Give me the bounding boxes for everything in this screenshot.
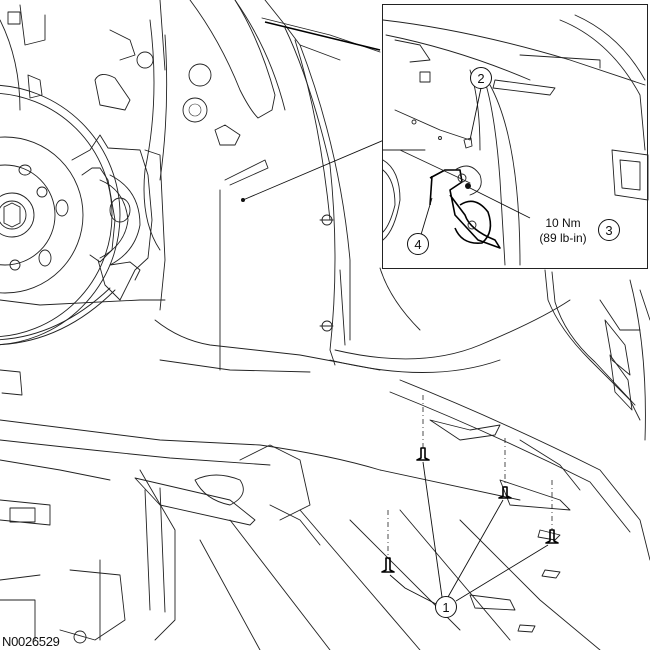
callout-3-number: 3 xyxy=(605,222,613,238)
torque-imperial: (89 lb-in) xyxy=(539,231,587,245)
torque-spec-label: 10 Nm (89 lb-in) xyxy=(528,216,598,246)
brake-caliper-drawing xyxy=(71,134,153,301)
wheel-liner-drawing xyxy=(329,267,650,561)
callout-3: 3 xyxy=(598,219,620,241)
lower-frame-drawing xyxy=(0,369,601,650)
callout-2: 2 xyxy=(470,67,492,89)
callout-1-number: 1 xyxy=(442,599,450,615)
callout-4: 4 xyxy=(407,233,429,255)
suspension-drawing xyxy=(0,0,168,311)
inset-horn-detail xyxy=(382,14,649,266)
splash-shield-drawing xyxy=(154,0,385,373)
push-pin-fasteners xyxy=(381,395,559,605)
figure-id-label: N0026529 xyxy=(2,634,60,649)
callout-1: 1 xyxy=(435,596,457,618)
brake-rotor-drawing xyxy=(0,84,121,346)
torque-metric: 10 Nm xyxy=(545,216,581,230)
callout-2-number: 2 xyxy=(477,70,485,86)
callout-4-number: 4 xyxy=(414,236,422,252)
